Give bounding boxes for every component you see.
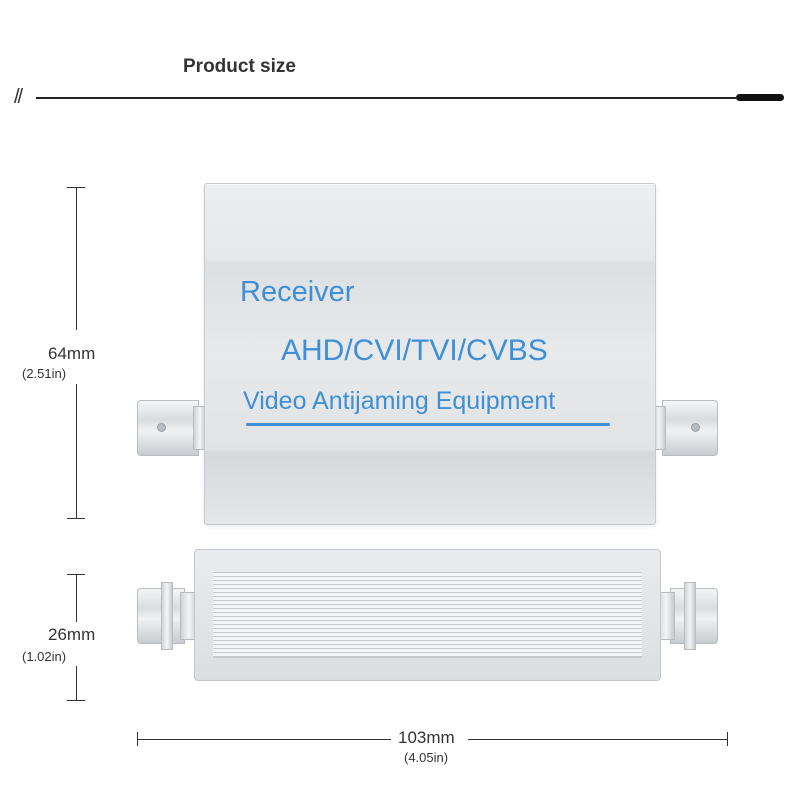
dim-height-top-mm: 64mm: [48, 344, 96, 363]
dim-26-line-lower: [76, 666, 77, 700]
heatsink-ribs: [213, 572, 642, 658]
dim-103-line-left: [137, 739, 391, 740]
bnc-right-pin: [691, 423, 700, 432]
page-title: Product size: [183, 56, 296, 77]
device-label-models: AHD/CVI/TVI/CVBS: [281, 334, 548, 367]
dim-width-mm: 103mm: [398, 728, 455, 747]
dim-103-right-tick: [727, 732, 728, 746]
dim-64-line-lower: [76, 384, 77, 518]
dim-103-line-right: [468, 739, 727, 740]
dim-26-line-upper: [76, 574, 77, 622]
header-divider-end-cap: [736, 94, 784, 101]
device-label-underline: [246, 423, 610, 426]
dim-64-bottom-tick: [67, 518, 85, 519]
device-side-view: [194, 549, 661, 681]
header-slashes: //: [14, 86, 23, 108]
device-top-view: [204, 183, 656, 525]
dim-height-side-mm: 26mm: [48, 625, 96, 644]
header-divider: [36, 97, 736, 99]
dim-26-bottom-tick: [67, 700, 85, 701]
dim-height-top-in: (2.51in): [22, 366, 67, 381]
bnc-left-pin: [157, 423, 166, 432]
bnc-connector-left: [137, 400, 199, 456]
bnc-side-left-nut: [161, 582, 173, 650]
device-label-receiver: Receiver: [240, 276, 355, 308]
dim-width-in: (4.05in): [404, 750, 449, 765]
bnc-side-right-nut: [684, 582, 696, 650]
device-label-equipment: Video Antijaming Equipment: [243, 387, 556, 415]
dim-64-line-upper: [76, 187, 77, 330]
bnc-connector-right: [662, 400, 718, 456]
dim-height-side-in: (1.02in): [22, 649, 67, 664]
